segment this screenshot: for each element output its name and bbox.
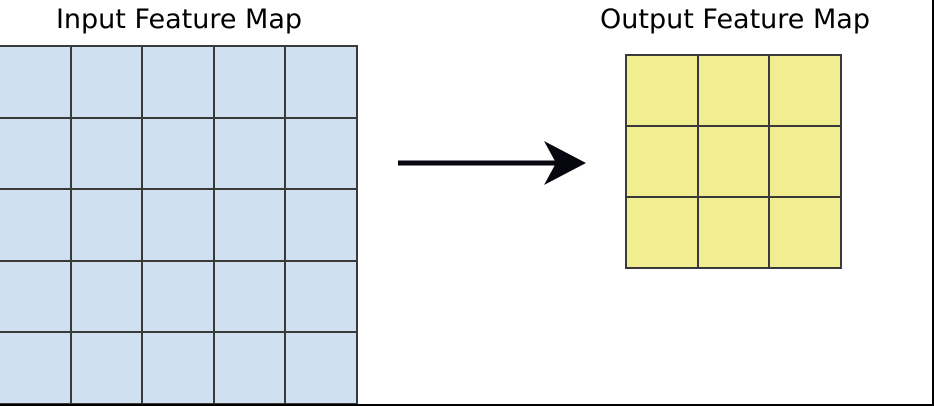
input-cell (214, 118, 285, 189)
input-cell (143, 47, 213, 117)
output-cell (627, 198, 697, 267)
input-cell (71, 333, 142, 403)
input-cell (0, 190, 70, 260)
input-cell (71, 190, 142, 260)
input-cell (143, 190, 213, 260)
output-cell (627, 127, 697, 196)
input-cell (214, 261, 285, 332)
input-cell (286, 190, 356, 260)
input-cell (286, 261, 356, 332)
output-cell (770, 56, 840, 125)
output-cell (698, 127, 769, 196)
input-cell (0, 333, 70, 403)
input-cell (214, 47, 285, 117)
output-feature-map-title: Output Feature Map (600, 4, 870, 35)
output-cell (770, 127, 840, 196)
input-cell (286, 333, 356, 403)
input-feature-map-grid (0, 45, 358, 404)
input-cell (286, 118, 356, 189)
output-feature-map-grid (625, 54, 842, 269)
input-cell (0, 261, 70, 332)
input-feature-map-title: Input Feature Map (55, 4, 303, 35)
input-cell (0, 47, 70, 117)
input-cell (71, 261, 142, 332)
input-cell (143, 118, 213, 189)
output-cell (698, 198, 769, 267)
input-cell (214, 333, 285, 403)
output-cell (698, 56, 769, 125)
input-cell (143, 333, 213, 403)
input-cell (0, 118, 70, 189)
arrow-right-icon (398, 141, 586, 185)
input-cell (143, 261, 213, 332)
input-cell (286, 47, 356, 117)
input-cell (214, 190, 285, 260)
output-cell (627, 56, 697, 125)
output-cell (770, 198, 840, 267)
input-cell (71, 47, 142, 117)
input-cell (71, 118, 142, 189)
